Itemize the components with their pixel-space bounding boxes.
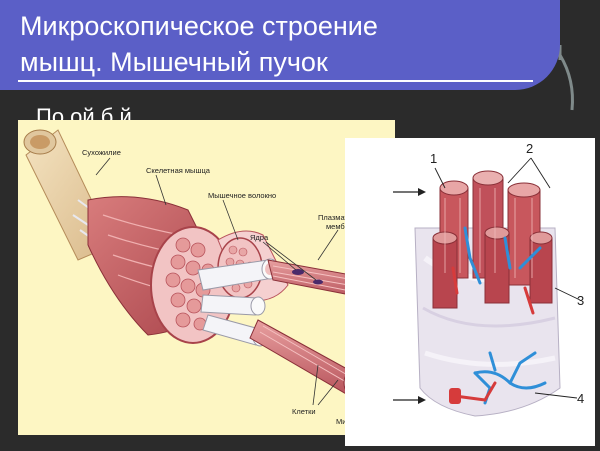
label-muscle-fiber: Мышечное волокно xyxy=(208,191,276,200)
label-number-3: 3 xyxy=(577,293,584,308)
slide-title-line-1: Микроскопическое строение xyxy=(20,11,378,41)
title-bar: Микроскопическое строение мышц. Мышечный… xyxy=(0,0,560,90)
label-number-1: 1 xyxy=(430,151,437,166)
muscle-bundle-figure: 1 2 3 4 xyxy=(345,138,595,446)
blood-vessels-blue xyxy=(463,226,547,405)
label-skeletal-muscle: Скелетная мышца xyxy=(146,166,211,175)
pointer-lines xyxy=(434,157,581,399)
muscle-bundle-svg: 1 2 3 4 xyxy=(414,141,584,417)
title-underline xyxy=(18,80,533,82)
artery-end xyxy=(449,388,461,404)
label-plasma-membrane-2: мембрана xyxy=(326,222,362,231)
label-number-4: 4 xyxy=(577,391,584,406)
label-nuclei: Ядра xyxy=(250,233,269,242)
label-tendon: Сухожилие xyxy=(82,148,121,157)
label-cells: Клетки xyxy=(292,407,316,416)
blood-vessels-red xyxy=(451,266,535,402)
slide-title-line-2: мышц. Мышечный пучок xyxy=(20,47,328,77)
label-number-2: 2 xyxy=(526,141,533,156)
